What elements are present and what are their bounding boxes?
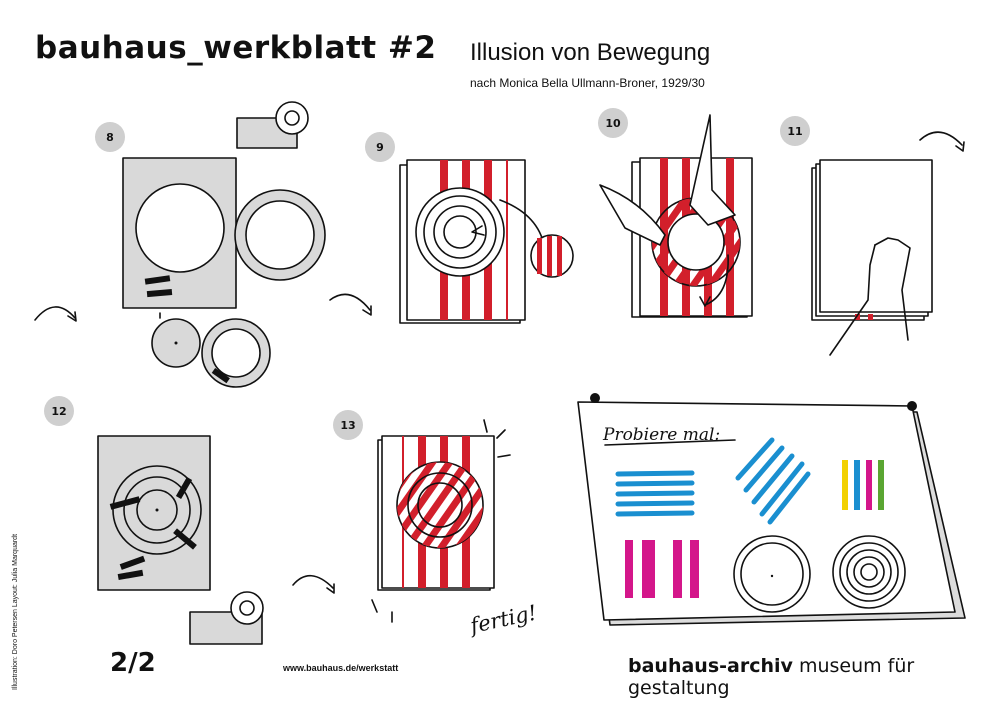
step-badge: 9 [365, 132, 395, 162]
bauhaus-archiv-logo: bauhaus-archiv museum für gestaltung [628, 655, 1000, 699]
step-badge: 10 [598, 108, 628, 138]
rotate-arrow-icon [292, 574, 334, 589]
step-9-illustration [399, 159, 574, 324]
rotate-arrow-icon [34, 306, 76, 321]
pin-icon [907, 401, 917, 411]
step-13-illustration [371, 419, 511, 623]
rotate-arrow-icon [919, 131, 963, 146]
credits: Illustration: Doro Petersen Layout: Juli… [10, 470, 24, 690]
step-badge: 11 [780, 116, 810, 146]
step-badge: 12 [44, 396, 74, 426]
step-12-illustration [97, 435, 211, 591]
page-title: bauhaus_werkblatt #2 [35, 30, 437, 66]
step-11-illustration [811, 159, 933, 356]
try-it-sheet [577, 393, 966, 626]
page-subtitle: Illusion von Bewegung [470, 39, 711, 66]
step-8-illustration [122, 157, 326, 388]
page-number: 2/2 [110, 648, 156, 678]
logo-wordmark: bauhaus-archiv [628, 655, 793, 677]
done-label: fertig! [466, 601, 539, 639]
tape-dispenser-icon [189, 591, 264, 645]
tape-dispenser-icon [236, 101, 309, 149]
step-badge: 8 [95, 122, 125, 152]
credits-text: Illustration: Doro Petersen Layout: Juli… [12, 533, 19, 690]
website-link[interactable]: www.bauhaus.de/werkstatt [283, 663, 399, 673]
try-it-label: Probiere mal: [602, 425, 720, 445]
step-badge: 13 [333, 410, 363, 440]
pin-icon [590, 393, 600, 403]
logo-subtitle: museum für gestaltung [628, 655, 915, 699]
attribution-line: nach Monica Bella Ullmann-Broner, 1929/3… [470, 76, 705, 90]
step-10-illustration [599, 114, 753, 318]
rotate-arrow-icon [329, 293, 371, 311]
